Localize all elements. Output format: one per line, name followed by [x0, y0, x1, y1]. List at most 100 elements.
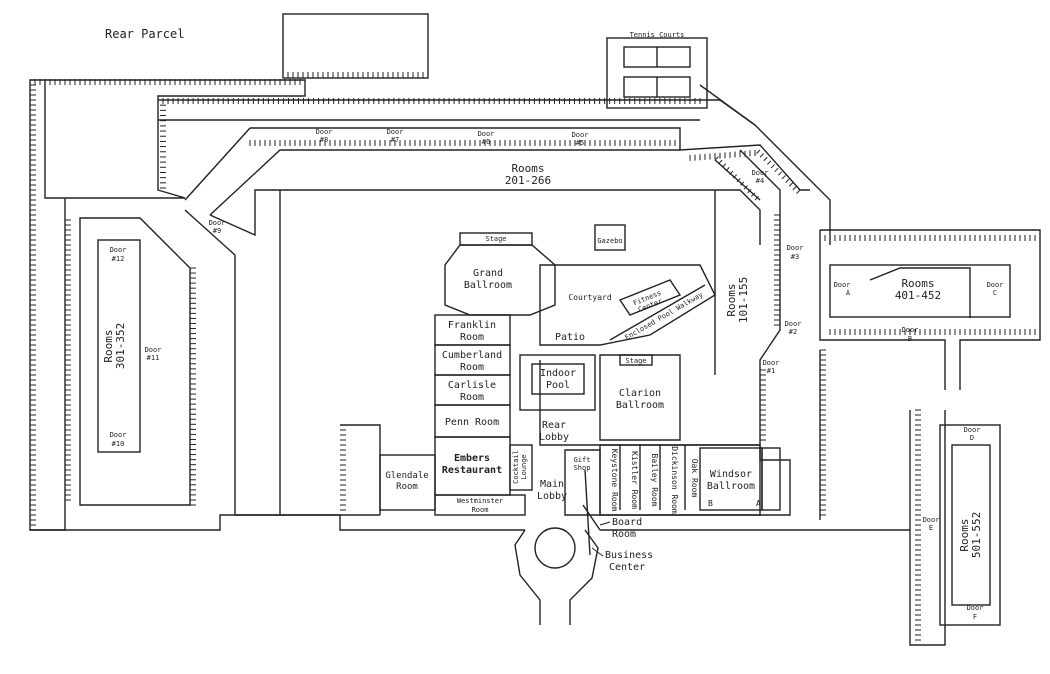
- parking-space-tick: [781, 175, 786, 180]
- clarion-ballroom-label: Clarion: [619, 388, 661, 399]
- gift-shop-label: Gift: [574, 456, 591, 464]
- rooms-201-label: Rooms: [511, 162, 544, 175]
- door-a-label: Door: [834, 281, 851, 289]
- bailey-room-label: Bailey Room: [650, 454, 659, 507]
- door-6-label: Door: [478, 130, 495, 138]
- gift-shop-label-2: Shop: [574, 464, 591, 472]
- door-2-number: #2: [789, 328, 797, 336]
- westminster-room-label: Westminster: [457, 497, 503, 505]
- map-title: Rear Parcel: [105, 27, 184, 41]
- rooms-501-range: 501-552: [970, 512, 983, 558]
- door-f-letter: F: [973, 613, 977, 621]
- door-a-letter: A: [846, 289, 851, 297]
- embers-restaurant-label-2: Restaurant: [442, 465, 502, 476]
- rooms-401-range: 401-452: [895, 289, 941, 302]
- driveway-loop: [514, 469, 601, 625]
- oak-room-label: Oak Room: [690, 459, 699, 498]
- door-11-label: Door: [145, 346, 162, 354]
- windsor-section-b: B: [708, 499, 713, 508]
- kistler-room-label: Kistler Room: [630, 451, 639, 509]
- parking-space-tick: [788, 182, 794, 187]
- door-f-label: Door: [967, 604, 984, 612]
- rooms-401-label: Rooms: [901, 277, 934, 290]
- door-d-letter: D: [970, 434, 974, 442]
- door-11-number: #11: [147, 354, 160, 362]
- door-1-label: Door: [763, 359, 780, 367]
- cumberland-room-label-2: Room: [460, 362, 484, 373]
- parking-space-marks: [29, 72, 1041, 641]
- door-8-number: #8: [320, 136, 328, 144]
- tennis-label: Tennis Courts: [630, 31, 685, 39]
- rooms-501-label: Rooms: [958, 518, 971, 551]
- main-lobby-label: Main: [540, 479, 564, 490]
- rear-lobby-label-2: Lobby: [539, 432, 569, 443]
- rear-parcel-lot: [282, 13, 429, 79]
- central-rooms: [379, 224, 781, 516]
- parking-space-tick: [777, 171, 783, 176]
- clarion-stage-label: Stage: [625, 357, 646, 365]
- grand-stage-label: Stage: [485, 235, 506, 243]
- penn-room-label: Penn Room: [445, 417, 499, 428]
- door-10-number: #10: [112, 440, 125, 448]
- business-center-label-2: Center: [609, 562, 645, 573]
- door-4-label: Door: [752, 169, 769, 177]
- business-center-label: Business: [605, 550, 653, 561]
- rooms-201-range: 201-266: [505, 174, 551, 187]
- door-3-number: #3: [791, 253, 799, 261]
- grand-ballroom-label-2: Ballroom: [464, 280, 512, 291]
- clarion-ballroom-label-2: Ballroom: [616, 400, 664, 411]
- door-c-label: Door: [987, 281, 1004, 289]
- door-d-label: Door: [964, 426, 981, 434]
- door-c-letter: C: [993, 289, 997, 297]
- westminster-room-label-2: Room: [472, 506, 489, 514]
- dickinson-room-label: Dickinson Room: [670, 446, 679, 514]
- rooms-301-label: Rooms: [102, 329, 115, 362]
- cocktail-lounge-label: Cocktail: [512, 450, 520, 484]
- keystone-room-label: Keystone Room: [610, 449, 619, 512]
- door-12-label: Door: [110, 246, 127, 254]
- rooms-101-range: 101-155: [737, 277, 750, 323]
- embers-restaurant-label: Embers: [454, 453, 490, 464]
- parking-space-tick: [767, 160, 772, 165]
- indoor-pool-label: Indoor: [540, 368, 576, 379]
- map-labels: Rear Parcel Tennis Courts Rooms 201-266 …: [102, 27, 1003, 621]
- courtyard-label: Courtyard: [568, 293, 612, 302]
- parking-space-tick: [754, 196, 759, 201]
- cumberland-room-label: Cumberland: [442, 350, 502, 361]
- parking-space-tick: [796, 189, 801, 194]
- parking-space-tick: [759, 153, 764, 158]
- door-b-letter: B: [908, 335, 912, 343]
- glendale-room-label-2: Room: [396, 482, 418, 492]
- door-10-label: Door: [110, 431, 127, 439]
- door-2-label: Door: [785, 320, 802, 328]
- board-room-label-2: Room: [612, 529, 636, 540]
- rooms-101-label: Rooms: [725, 283, 738, 316]
- carlisle-room-label: Carlisle: [448, 380, 496, 391]
- door-6-number: #6: [482, 138, 490, 146]
- windsor-section-a: A: [756, 499, 761, 508]
- door-b-label: Door: [902, 326, 919, 334]
- parking-space-tick: [756, 149, 761, 154]
- door-7-number: #7: [391, 136, 399, 144]
- main-lobby-label-2: Lobby: [537, 491, 567, 502]
- parking-space-tick: [770, 164, 775, 169]
- door-12-number: #12: [112, 255, 125, 263]
- door-9-label: Door: [209, 219, 226, 227]
- door-7-label: Door: [387, 128, 404, 136]
- grand-ballroom-label: Grand: [473, 268, 503, 279]
- parking-space-tick: [763, 156, 768, 162]
- wing-rooms-401-452: [829, 264, 1011, 318]
- door-9-number: #9: [213, 227, 221, 235]
- indoor-pool-label-2: Pool: [546, 380, 570, 391]
- windsor-ballroom-label: Windsor: [710, 469, 752, 480]
- franklin-room-label: Franklin: [448, 320, 496, 331]
- gazebo-label: Gazebo: [597, 237, 622, 245]
- door-1-number: #1: [767, 367, 775, 375]
- cocktail-lounge-label-2: Lounge: [520, 454, 528, 479]
- door-3-label: Door: [787, 244, 804, 252]
- rear-lobby-label: Rear: [542, 420, 566, 431]
- patio-label: Patio: [555, 332, 585, 343]
- door-5-label: Door: [572, 131, 589, 139]
- rooms-301-range: 301-352: [114, 323, 127, 369]
